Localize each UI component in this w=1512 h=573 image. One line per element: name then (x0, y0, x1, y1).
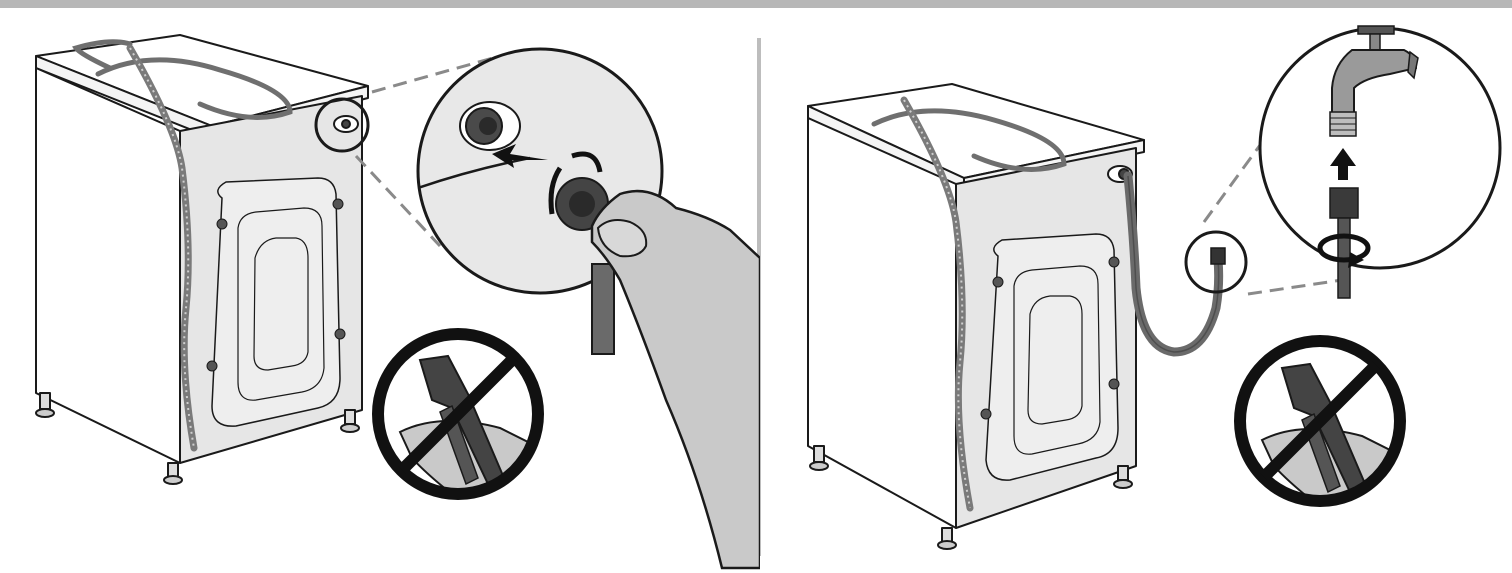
step-panel-1 (0, 8, 760, 573)
step-panel-2 (764, 8, 1512, 573)
transport-bolt-2 (332, 198, 344, 210)
callout-leaders (354, 54, 501, 248)
no-pliers-icon (1234, 335, 1406, 507)
transport-bolt-1 (216, 218, 228, 230)
hose-end-highlight-circle (1184, 230, 1248, 294)
inlet-hose (1123, 171, 1224, 357)
tap-connection-detail-icon (1258, 25, 1502, 299)
cap-highlight-circle (314, 97, 370, 153)
machine-side (807, 117, 957, 529)
step-1-illustration (35, 34, 760, 570)
transport-bolt-4 (206, 360, 218, 372)
step-2-illustration (807, 25, 1502, 550)
power-cable (871, 108, 1067, 172)
hose-nut (1210, 247, 1226, 265)
back-cover (985, 233, 1119, 481)
no-pliers-icon (372, 328, 544, 500)
hand (590, 189, 760, 570)
washing-machine (807, 83, 1145, 550)
power-cable (72, 39, 293, 120)
transport-bolt-3 (334, 328, 346, 340)
back-cover (211, 177, 341, 427)
machine-side (35, 67, 181, 464)
top-rule (0, 0, 1512, 8)
drain-hose (900, 96, 974, 512)
